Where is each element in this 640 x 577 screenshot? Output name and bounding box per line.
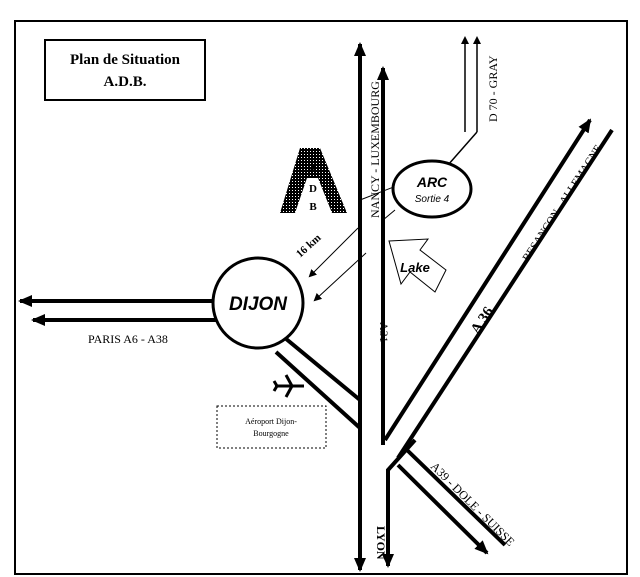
- title-box: Plan de Situation A.D.B.: [44, 39, 206, 101]
- adb-logo: A D B: [280, 148, 347, 213]
- a31-label: A31: [377, 322, 391, 343]
- svg-text:Aéroport Dijon-: Aéroport Dijon-: [245, 417, 297, 426]
- airplane-icon: [272, 374, 304, 398]
- svg-text:A: A: [309, 163, 317, 175]
- distance-label: 16 km: [294, 232, 324, 260]
- dijon-city: DIJON: [211, 256, 305, 350]
- a39-label: A39 - DOLE - SUISSE: [428, 459, 518, 549]
- svg-text:ARC: ARC: [416, 174, 448, 190]
- airport-box: Aéroport Dijon- Bourgogne: [216, 405, 327, 449]
- title-line2: A.D.B.: [104, 74, 147, 90]
- svg-text:B: B: [309, 201, 317, 213]
- map-frame: [14, 20, 628, 575]
- nancy-label: NANCY - LUXEMBOURG: [368, 81, 382, 218]
- road-paris: [18, 295, 216, 326]
- lake-arrow: Lake: [388, 238, 447, 293]
- svg-text:Bourgogne: Bourgogne: [253, 429, 289, 438]
- svg-text:D: D: [309, 183, 317, 195]
- road-a31: [354, 42, 417, 572]
- paris-label: PARIS A6 - A38: [88, 332, 168, 346]
- title-line1: Plan de Situation: [70, 52, 181, 68]
- lyon-label: LYON: [374, 526, 388, 560]
- gray-label: D 70 - GRAY: [486, 55, 500, 122]
- svg-text:Sortie 4: Sortie 4: [415, 194, 450, 205]
- arc-exit: ARC Sortie 4: [391, 159, 473, 219]
- road-16km: [308, 209, 396, 302]
- road-dijon-south: [274, 336, 362, 430]
- svg-text:Lake: Lake: [400, 260, 430, 275]
- road-a39: [396, 448, 507, 555]
- road-a36: [383, 118, 614, 460]
- svg-text:DIJON: DIJON: [229, 294, 288, 315]
